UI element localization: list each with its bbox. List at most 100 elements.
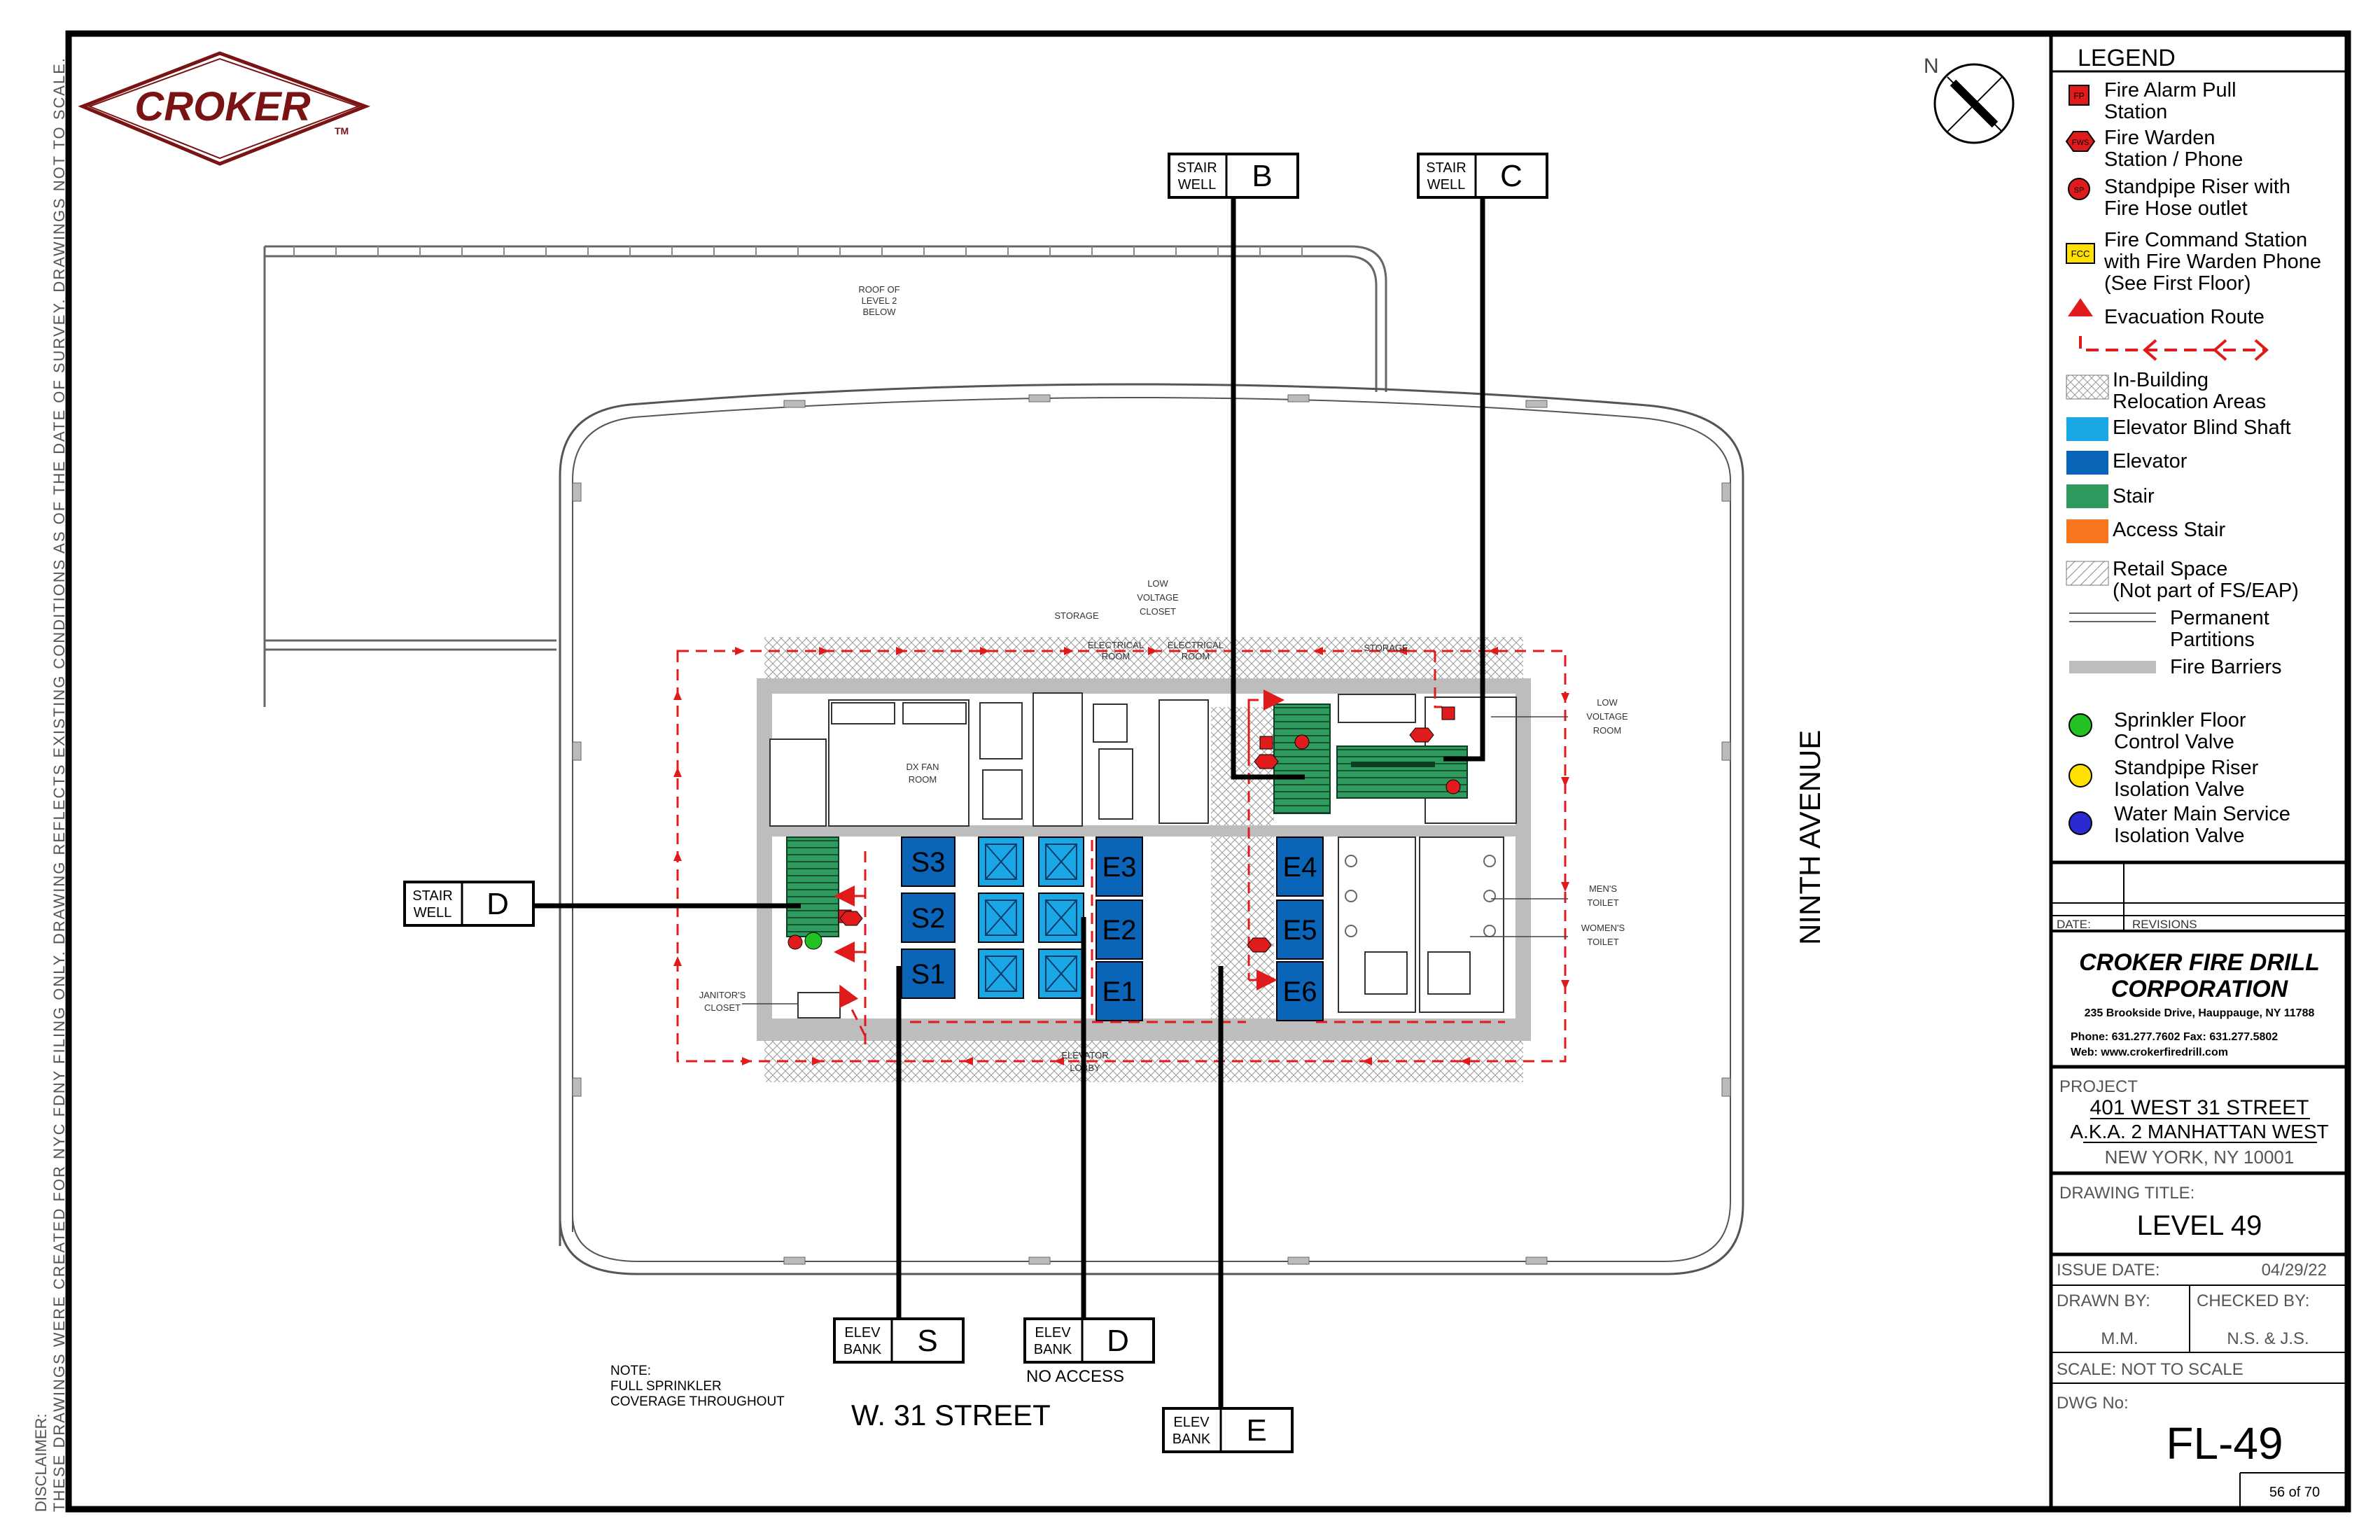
title-block-text: DATE: REVISIONS CROKER FIRE DRILL CORPOR… xyxy=(2057,918,2329,1500)
roof-label-3: BELOW xyxy=(863,307,897,317)
room-label: JANITOR'S xyxy=(699,990,746,1000)
room-label: ROOM xyxy=(909,774,937,785)
callout-letter: S xyxy=(917,1324,937,1358)
stair-b xyxy=(1273,704,1331,814)
drawn-by-label: DRAWN BY: xyxy=(2057,1292,2150,1310)
elevator-car xyxy=(1096,836,1143,897)
fire-symbols xyxy=(788,706,1461,953)
fire-warden-icon xyxy=(2065,131,2096,152)
standpipe-icon xyxy=(1294,734,1310,750)
elevator-car xyxy=(901,892,955,943)
fire-warden-icon xyxy=(839,911,863,926)
room-label: CLOSET xyxy=(1140,606,1176,617)
room-label: ROOM xyxy=(1102,651,1130,662)
dwg-no-label: DWG No: xyxy=(2057,1394,2129,1413)
project-line-3: NEW YORK, NY 10001 xyxy=(2105,1147,2295,1168)
street-south: W. 31 STREET xyxy=(851,1399,1051,1432)
legend-item-label: Station xyxy=(2104,101,2167,123)
revisions-date-label: DATE: xyxy=(2057,918,2091,931)
room-label: DX FAN xyxy=(906,762,939,772)
legend-item-label: (See First Floor) xyxy=(2104,272,2250,295)
room-label: WOMEN'S xyxy=(1581,923,1625,933)
evacuation-route-icon xyxy=(2079,336,2265,351)
legend-item-label: Fire Alarm Pull xyxy=(2104,79,2236,102)
fire-warden-icon xyxy=(1254,754,1279,769)
disclaimer: DISCLAIMER: THESE DRAWINGS WERE CREATED … xyxy=(32,57,68,1512)
svg-text:FCC: FCC xyxy=(2071,248,2090,259)
project-label: PROJECT xyxy=(2059,1077,2138,1096)
legend-item-label: Partitions xyxy=(2170,629,2255,651)
blind-shaft-swatch xyxy=(2066,417,2108,441)
legend-item-label: Isolation Valve xyxy=(2114,778,2244,801)
elevator-label: S1 xyxy=(911,959,946,990)
legend-item-label: Fire Barriers xyxy=(2170,656,2282,678)
callout-label: WELL xyxy=(1178,177,1216,192)
legend-item-label: In-Building xyxy=(2113,369,2208,391)
water-main-valve-icon xyxy=(2068,811,2092,835)
street-east: NINTH AVENUE xyxy=(1793,730,1826,945)
legend-item-label: Evacuation Route xyxy=(2104,306,2264,328)
relocation-area-top xyxy=(764,637,1523,686)
access-stair-swatch xyxy=(2066,519,2108,543)
relocation-area-swatch xyxy=(2066,374,2109,400)
checked-by-label: CHECKED BY: xyxy=(2197,1292,2309,1310)
callout-leaders xyxy=(526,199,1485,1420)
note-title: NOTE: xyxy=(610,1364,651,1378)
drawing-title-label: DRAWING TITLE: xyxy=(2059,1184,2194,1203)
callout-label: STAIR xyxy=(1177,160,1217,176)
stair-c xyxy=(1336,746,1468,799)
drawing-title-value: LEVEL 49 xyxy=(2137,1210,2262,1241)
svg-text:SP: SP xyxy=(2074,186,2085,195)
elevator-car xyxy=(1096,961,1143,1021)
legend-item-label: Control Valve xyxy=(2114,731,2234,753)
legend-item-label: Station / Phone xyxy=(2104,148,2243,171)
roof-label-2: LEVEL 2 xyxy=(862,295,897,306)
room-label: VOLTAGE xyxy=(1137,592,1179,603)
sheet-count: 56 of 70 xyxy=(2269,1485,2320,1500)
fire-warden-icon xyxy=(1247,937,1272,953)
legend-item-label: Sprinkler Floor xyxy=(2114,709,2246,732)
svg-text:FWS: FWS xyxy=(2072,139,2089,147)
room-label: CLOSET xyxy=(704,1002,741,1013)
title-block xyxy=(2051,860,2348,1509)
stair-d xyxy=(786,836,839,937)
room-label: ELECTRICAL xyxy=(1088,640,1144,650)
elevator-car xyxy=(901,948,955,999)
relocation-area-bottom xyxy=(764,1033,1523,1082)
standpipe-icon xyxy=(1446,779,1461,794)
drawn-by-value: M.M. xyxy=(2101,1329,2138,1348)
logo-trademark: TM xyxy=(335,125,349,136)
sprinkler-valve-icon xyxy=(2068,713,2092,737)
room-label: STORAGE xyxy=(1054,610,1099,621)
legend-title: LEGEND xyxy=(2078,45,2176,71)
callout-label: STAIR xyxy=(1426,160,1466,176)
elevator-car xyxy=(901,836,955,887)
disclaimer-text: THESE DRAWINGS WERE CREATED FOR NYC FDNY… xyxy=(50,57,68,1512)
standpipe-icon xyxy=(2068,178,2090,200)
elevator-car xyxy=(1276,961,1324,1021)
company-name-1: CROKER FIRE DRILL xyxy=(2079,949,2320,976)
room-label: LOW xyxy=(1147,578,1168,589)
legend-item-label: with Fire Warden Phone xyxy=(2104,251,2321,273)
elevator-car xyxy=(1096,899,1143,960)
callout-letter: B xyxy=(1252,159,1272,193)
fire-command-icon xyxy=(2066,243,2095,264)
project-line-2: A.K.A. 2 MANHATTAN WEST xyxy=(2070,1121,2328,1142)
fire-warden-icon xyxy=(1409,727,1434,743)
croker-logo: CROKER TM xyxy=(78,51,371,166)
scale-label: SCALE: xyxy=(2057,1360,2116,1379)
elevator-car xyxy=(1276,836,1324,897)
legend-item-label: Fire Warden xyxy=(2104,127,2215,149)
callout-label: BANK xyxy=(1172,1432,1211,1447)
standpipe-icon xyxy=(788,934,803,950)
disclaimer-title: DISCLAIMER: xyxy=(32,1413,50,1512)
fire-alarm-pull-icon xyxy=(1259,736,1273,750)
elevator-label: S3 xyxy=(911,847,946,878)
fire-alarm-pull-icon xyxy=(2068,85,2090,106)
